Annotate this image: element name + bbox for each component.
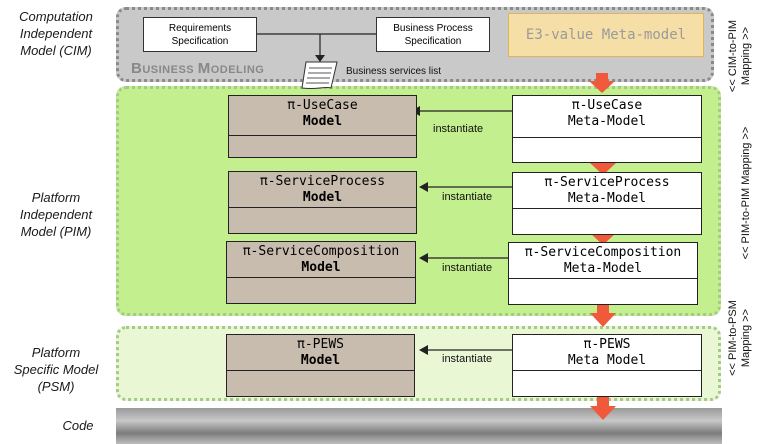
pim-to-psm-line: << PIM-to-PSM xyxy=(727,300,739,376)
model-name: π-ServiceComposition xyxy=(242,244,400,259)
meta-suffix: Meta-Model xyxy=(567,114,647,129)
instantiate-label: instantiate xyxy=(442,262,493,274)
e3-value-meta-model-box: E3-value Meta-model xyxy=(508,13,704,57)
cim-level-label: Computation Independent Model (CIM) xyxy=(0,8,112,59)
use-case-meta-model-header: π-UseCase Meta-Model xyxy=(513,96,701,138)
instantiate-arrow xyxy=(419,345,512,355)
psm-label-line: Specific Model xyxy=(13,362,99,377)
use-case-model-header: π-UseCase Model xyxy=(229,96,416,136)
pews-meta-model-box: π-PEWS Meta Model xyxy=(512,334,702,397)
requirements-line: Specification xyxy=(171,35,229,47)
pews-meta-model-header: π-PEWS Meta Model xyxy=(513,335,701,371)
mapping-down-arrow xyxy=(589,73,615,93)
instantiate-arrow xyxy=(419,253,512,263)
instantiate-arrow xyxy=(411,106,512,116)
requirements-specification-box: Requirements Specification xyxy=(143,17,257,52)
service-composition-meta-model-box: π-ServiceComposition Meta-Model xyxy=(508,242,698,305)
pim-label-line: Platform xyxy=(31,190,81,205)
mapping-down-arrow xyxy=(590,397,616,420)
pim-to-psm-mapping-label: << PIM-to-PSM Mapping >> xyxy=(727,288,755,388)
title-rest-2: ODELING xyxy=(210,64,265,76)
instantiate-arrow xyxy=(419,182,512,192)
meta-suffix: Meta-Model xyxy=(567,191,647,206)
pim-to-psm-line: Mapping >> xyxy=(740,308,752,368)
model-name: π-PEWS xyxy=(297,337,344,352)
pews-model-header: π-PEWS Model xyxy=(227,335,414,371)
spec-arrowhead xyxy=(315,55,325,62)
cim-to-pim-mapping-label: << CIM-to-PIM Mapping >> xyxy=(727,6,755,106)
title-rest-1: USINESS xyxy=(142,64,198,76)
title-letter-m: M xyxy=(197,60,211,77)
meta-name: π-ServiceComposition xyxy=(524,245,682,260)
model-suffix: Model xyxy=(300,353,341,368)
psm-level-label: Platform Specific Model (PSM) xyxy=(0,344,112,395)
model-suffix: Model xyxy=(302,190,343,205)
psm-label-line: (PSM) xyxy=(37,379,75,394)
mapping-down-arrow xyxy=(590,303,616,327)
psm-label-line: Platform xyxy=(31,345,81,360)
service-process-model-box: π-ServiceProcess Model xyxy=(228,171,417,234)
document-icon xyxy=(301,61,338,90)
service-composition-model-header: π-ServiceComposition Model xyxy=(227,242,415,278)
use-case-model-box: π-UseCase Model xyxy=(228,95,417,158)
service-process-meta-model-header: π-ServiceProcess Meta-Model xyxy=(513,173,701,209)
service-composition-model-box: π-ServiceComposition Model xyxy=(226,241,416,304)
pim-label-line: Model (PIM) xyxy=(20,224,92,239)
pim-to-pim-mapping-label: << PIM-to-PIM Mapping >> xyxy=(740,126,752,260)
meta-suffix: Meta Model xyxy=(567,353,647,368)
meta-suffix: Meta-Model xyxy=(563,261,643,276)
code-gears-strip xyxy=(116,408,722,444)
meta-name: π-PEWS xyxy=(583,337,631,352)
instantiate-label: instantiate xyxy=(433,123,484,135)
business-services-list-label: Business services list xyxy=(346,66,442,77)
model-name: π-UseCase xyxy=(287,98,358,113)
model-name: π-ServiceProcess xyxy=(259,174,386,189)
pim-level-label: Platform Independent Model (PIM) xyxy=(0,189,112,240)
title-letter-b: B xyxy=(131,60,143,77)
meta-name: π-UseCase xyxy=(571,98,643,113)
cim-label-line: Model (CIM) xyxy=(20,43,92,58)
cim-label-line: Computation xyxy=(19,9,93,24)
business-process-specification-box: Business Process Specification xyxy=(376,17,490,52)
service-composition-meta-model-header: π-ServiceComposition Meta-Model xyxy=(509,243,697,279)
cim-to-pim-line: Mapping >> xyxy=(740,26,752,86)
business-modeling-title: BUSINESS MODELING xyxy=(131,60,264,78)
code-level-label: Code xyxy=(62,418,94,433)
instantiate-label: instantiate xyxy=(442,191,493,203)
use-case-meta-model-box: π-UseCase Meta-Model xyxy=(512,95,702,163)
model-suffix: Model xyxy=(301,260,341,275)
instantiate-label: instantiate xyxy=(442,353,493,365)
cim-to-pim-line: << CIM-to-PIM xyxy=(727,19,739,93)
meta-name: π-ServiceProcess xyxy=(544,175,670,190)
pews-model-box: π-PEWS Model xyxy=(226,334,415,397)
cim-label-line: Independent xyxy=(19,26,93,41)
business-process-line: Specification xyxy=(404,35,462,47)
service-process-meta-model-box: π-ServiceProcess Meta-Model xyxy=(512,172,702,235)
business-process-line: Business Process xyxy=(393,22,473,34)
service-process-model-header: π-ServiceProcess Model xyxy=(229,172,416,208)
model-suffix: Model xyxy=(302,114,343,129)
pim-label-line: Independent xyxy=(19,207,93,222)
requirements-line: Requirements xyxy=(168,22,232,34)
